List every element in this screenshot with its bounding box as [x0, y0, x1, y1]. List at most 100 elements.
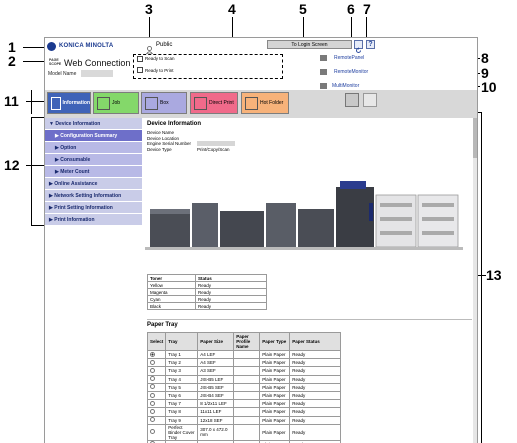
divider	[147, 319, 472, 320]
sidebar-item-online-assistance[interactable]: ▶ Online Assistance	[45, 178, 142, 190]
leader-line	[31, 90, 32, 114]
field-row: Device Name	[147, 130, 246, 136]
tab-label: Information	[62, 100, 91, 106]
paper-status: Ready	[289, 366, 341, 376]
leader-line	[31, 117, 32, 225]
paper-status: Ready	[289, 415, 341, 425]
vertical-scrollbar[interactable]	[473, 118, 477, 443]
tray-radio-button[interactable]	[150, 376, 155, 382]
sidebar-item-print-setting[interactable]: ▶ Print Setting Information	[45, 202, 142, 214]
callout-6: 6	[347, 1, 355, 17]
field-value: Print/Copy/Scan	[197, 146, 230, 152]
model-name-label: Model Name	[48, 71, 77, 77]
toner-status: Ready	[195, 281, 267, 289]
tray-radio-button[interactable]	[150, 359, 155, 365]
paper-size: 12x18 SEF	[197, 415, 235, 425]
paper-type: Plain Paper	[259, 439, 291, 443]
tab-box[interactable]: Box	[141, 92, 187, 114]
column-header: Toner	[147, 274, 196, 282]
tray-radio-button[interactable]	[150, 392, 155, 398]
tab-job[interactable]: Job	[93, 92, 139, 114]
tray-radio-button[interactable]	[150, 441, 155, 443]
tray-name: Tray 2	[165, 358, 199, 368]
leader-line	[31, 117, 44, 118]
tab-label: Box	[160, 100, 169, 106]
tray-select-cell	[146, 382, 167, 392]
sidebar-item-device-information[interactable]: ▼ Device Information	[45, 118, 142, 130]
tray-radio-button[interactable]	[150, 384, 155, 390]
toner-status: Ready	[195, 288, 267, 296]
toner-status: Ready	[195, 302, 267, 310]
sidebar-item-consumable[interactable]: ▶ Consumable	[45, 154, 142, 166]
to-login-screen-button[interactable]: To Login Screen	[267, 40, 352, 49]
paper-type: Plain Paper	[259, 349, 291, 360]
sidebar-item-network-setting[interactable]: ▶ Network Setting Information	[45, 190, 142, 202]
tray-name: Perfect Binder Cover Tray	[165, 423, 199, 441]
field-label: Device Type	[147, 146, 172, 152]
multi-monitor-link[interactable]: MultiMonitor	[332, 83, 360, 89]
paper-profile-name	[233, 358, 261, 368]
sidebar-item-configuration-summary[interactable]: ▶ Configuration Summary	[45, 130, 142, 142]
paper-size: JIS-B5 SEF	[197, 382, 235, 392]
toner-status: Ready	[195, 295, 267, 303]
paper-status: Ready	[289, 399, 341, 409]
tray-radio-button[interactable]	[150, 351, 155, 357]
scanner-icon	[137, 56, 143, 62]
leader-line	[23, 47, 45, 48]
remote-monitor-link[interactable]: RemoteMonitor	[334, 69, 369, 75]
toolbar-button-icon[interactable]	[345, 93, 359, 107]
callout-4: 4	[228, 1, 236, 17]
tray-select-cell	[146, 374, 167, 384]
web-connection-window: KONICA MINOLTA PAGE SCOPE Web Connection…	[44, 37, 478, 443]
toolbar-button-icon[interactable]	[363, 93, 377, 107]
leader-line	[232, 17, 233, 54]
remote-panel-link[interactable]: RemotePanel	[334, 55, 365, 61]
scrollbar-thumb[interactable]	[473, 118, 477, 158]
tray-select-cell	[146, 407, 167, 417]
paper-size: 8 1/2x11 LEF	[197, 399, 235, 409]
sidebar-item-meter-count[interactable]: ▶ Meter Count	[45, 166, 142, 178]
sidebar-item-print-information[interactable]: ▶ Print Information	[45, 214, 142, 226]
column-header: Select	[146, 332, 167, 351]
paper-status: Ready	[289, 423, 341, 441]
tab-information[interactable]: Information	[47, 92, 91, 114]
field-row: Device Location	[147, 136, 246, 142]
table-header-row: Select Tray Paper Size Paper Profile Nam…	[146, 332, 341, 351]
leader-line	[149, 17, 150, 38]
tab-hot-folder[interactable]: Hot Folder	[241, 92, 289, 114]
sidebar-item-option[interactable]: ▶ Option	[45, 142, 142, 154]
paper-profile-name	[233, 374, 261, 384]
paper-type: Plain Paper	[259, 374, 291, 384]
leader-line	[303, 17, 304, 38]
leader-line	[31, 225, 44, 226]
toner-color: Magenta	[147, 288, 196, 296]
hot-folder-icon	[245, 96, 258, 110]
callout-10: 10	[481, 79, 497, 95]
callout-12: 12	[4, 157, 20, 173]
tray-radio-button[interactable]	[150, 429, 155, 435]
paper-status: Ready	[289, 407, 341, 417]
tray-radio-button[interactable]	[150, 408, 155, 414]
refresh-icon[interactable]	[354, 40, 363, 53]
leader-line	[351, 17, 352, 38]
column-header: Tray	[165, 332, 199, 351]
tray-radio-button[interactable]	[150, 417, 155, 423]
leader-line	[366, 17, 367, 38]
tray-radio-button[interactable]	[150, 400, 155, 406]
help-icon[interactable]: ?	[366, 40, 375, 49]
tray-radio-button[interactable]	[150, 367, 155, 373]
tray-name: Tray 9	[165, 415, 199, 425]
pagescope-logo: PAGE SCOPE	[49, 58, 62, 66]
tab-direct-print[interactable]: Direct Print	[190, 92, 238, 114]
column-header: Paper Status	[289, 332, 341, 351]
tray-name: Tray 3	[165, 366, 199, 376]
